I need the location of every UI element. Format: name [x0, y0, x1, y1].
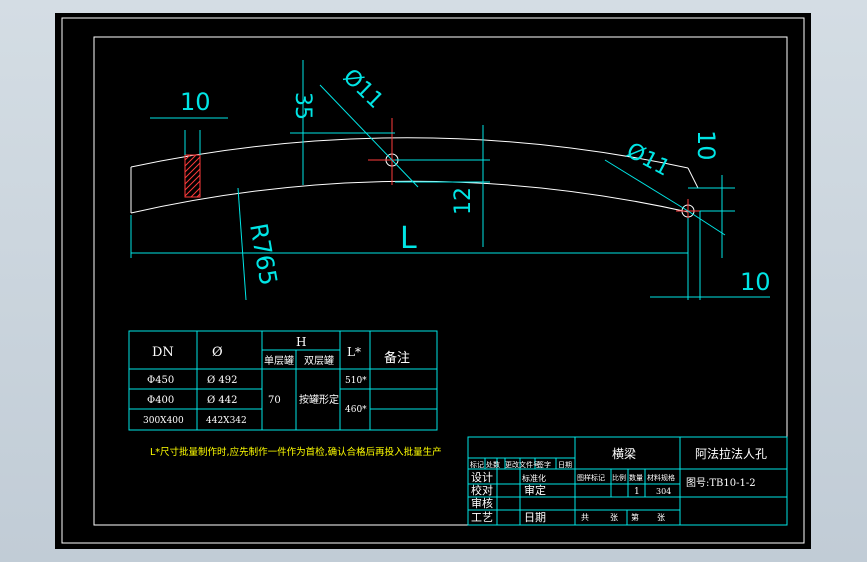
h-single-value: 70	[268, 395, 281, 406]
sheets-label-2: 张	[657, 513, 665, 522]
material-value: 304	[656, 487, 671, 496]
sheet-no: 第	[631, 512, 639, 522]
rev-h-docno: 更改文件号	[505, 460, 540, 469]
header-h-double: 双层罐	[304, 354, 334, 367]
approve-label: 审定	[524, 483, 546, 497]
beam-bottom-arc	[130, 180, 689, 214]
row2-dn: Φ400	[147, 395, 174, 406]
info-h-material: 材料规格	[647, 473, 675, 482]
inner-border	[93, 36, 788, 526]
dim-10-top: 10	[180, 88, 211, 116]
header-remark: 备注	[384, 350, 410, 366]
drawing-background	[55, 13, 811, 549]
part-name: 横梁	[612, 446, 636, 461]
role-review: 审核	[471, 496, 493, 510]
info-h-mark: 图样标记	[577, 473, 605, 482]
dim-10-bottom-right: 10	[740, 268, 771, 296]
info-h-qty: 数量	[629, 473, 643, 482]
title-block: 横梁 阿法拉法人孔 图号:TB10-1-2 标记 处数 更改文件号 签字 日期 …	[467, 436, 788, 526]
beam-right-edge	[687, 167, 699, 189]
info-h-scale: 比例	[612, 473, 626, 482]
row1-phi: Ø 492	[207, 375, 237, 386]
header-phi: Ø	[212, 345, 223, 360]
row3-phi: 442X342	[206, 416, 247, 426]
role-check: 校对	[471, 483, 493, 497]
role-process: 工艺	[471, 511, 493, 524]
dim-L: L	[400, 221, 417, 256]
hatch-box	[184, 154, 201, 198]
drawing-number: 图号:TB10-1-2	[686, 477, 756, 489]
std-label: 标准化	[522, 473, 546, 483]
dim-10-right-vertical: 10	[692, 130, 720, 161]
beam-top-arc	[130, 137, 689, 169]
dimensions: 10 35 Ø11 12 Ø11 10 L R765 10	[130, 60, 771, 301]
rev-h-mark: 标记	[470, 460, 484, 469]
h-double-value: 按罐形定	[299, 393, 339, 406]
header-dn: DN	[152, 345, 174, 360]
l-value-1: 510*	[345, 376, 367, 386]
spec-table: DN Ø H 单层罐 双层罐 L* 备注 Φ450 Ø 492 Φ400 Ø 4…	[128, 330, 438, 431]
row3-dn: 300X400	[143, 416, 184, 426]
rev-h-sign: 签字	[537, 460, 551, 469]
header-h-single: 单层罐	[264, 354, 294, 367]
rev-h-date: 日期	[558, 461, 572, 469]
l-value-2: 460*	[345, 405, 367, 415]
row2-phi: Ø 442	[207, 395, 237, 406]
sheets-label-1: 张	[610, 513, 618, 522]
row1-dn: Φ450	[147, 375, 174, 386]
assembly-name: 阿法拉法人孔	[695, 446, 767, 461]
header-h: H	[296, 335, 306, 349]
sheets-total: 共	[581, 513, 589, 522]
header-l: L*	[347, 345, 361, 359]
batch-note: L*尺寸批量制作时,应先制作一件作为首检,确认合格后再投入批量生产	[150, 446, 442, 458]
dim-35: 35	[290, 92, 315, 120]
outer-border	[61, 17, 805, 544]
rev-h-count: 处数	[486, 460, 500, 469]
role-design: 设计	[471, 471, 493, 484]
date-label: 日期	[524, 511, 546, 524]
dim-12: 12	[451, 187, 476, 215]
qty-value: 1	[634, 487, 640, 497]
